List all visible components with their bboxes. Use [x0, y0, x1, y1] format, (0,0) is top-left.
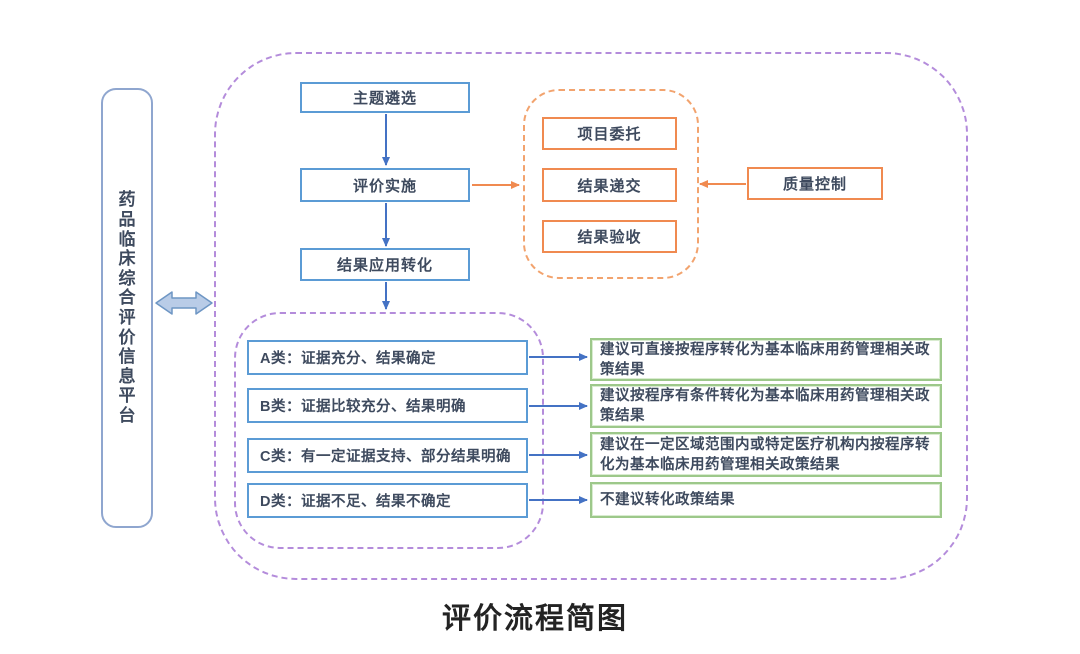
recommendation-b-box: 建议按程序有条件转化为基本临床用药管理相关政策结果 [590, 384, 942, 428]
recommendation-d-box: 不建议转化政策结果 [590, 482, 942, 518]
platform-box: 药品临床综合评价信息平台 [101, 88, 153, 528]
process-boundary [214, 52, 968, 580]
impl-result-submission: 结果递交 [542, 168, 677, 202]
impl-project-commission: 项目委托 [542, 117, 677, 150]
grade-a-box: A类：证据充分、结果确定 [247, 340, 528, 375]
recommendation-c-box: 建议在一定区域范围内或特定医疗机构内按程序转化为基本临床用药管理相关政策结果 [590, 432, 942, 477]
grade-group-boundary [234, 312, 544, 549]
diagram-caption: 评价流程简图 [441, 603, 628, 635]
platform-label: 药品临床综合评价信息平台 [118, 190, 136, 425]
recommendation-a-box: 建议可直接按程序转化为基本临床用药管理相关政策结果 [590, 338, 942, 381]
bidirectional-arrow-icon [155, 291, 213, 315]
grade-b-box: B类：证据比较充分、结果明确 [247, 388, 528, 423]
quality-control-box: 质量控制 [747, 167, 883, 200]
step-result-application: 结果应用转化 [300, 248, 470, 281]
implementation-group-boundary [523, 89, 699, 279]
grade-d-box: D类：证据不足、结果不确定 [247, 483, 528, 518]
step-topic-selection: 主题遴选 [300, 82, 470, 113]
grade-c-box: C类：有一定证据支持、部分结果明确 [247, 438, 528, 473]
step-evaluation-implementation: 评价实施 [300, 168, 470, 202]
impl-result-acceptance: 结果验收 [542, 220, 677, 253]
